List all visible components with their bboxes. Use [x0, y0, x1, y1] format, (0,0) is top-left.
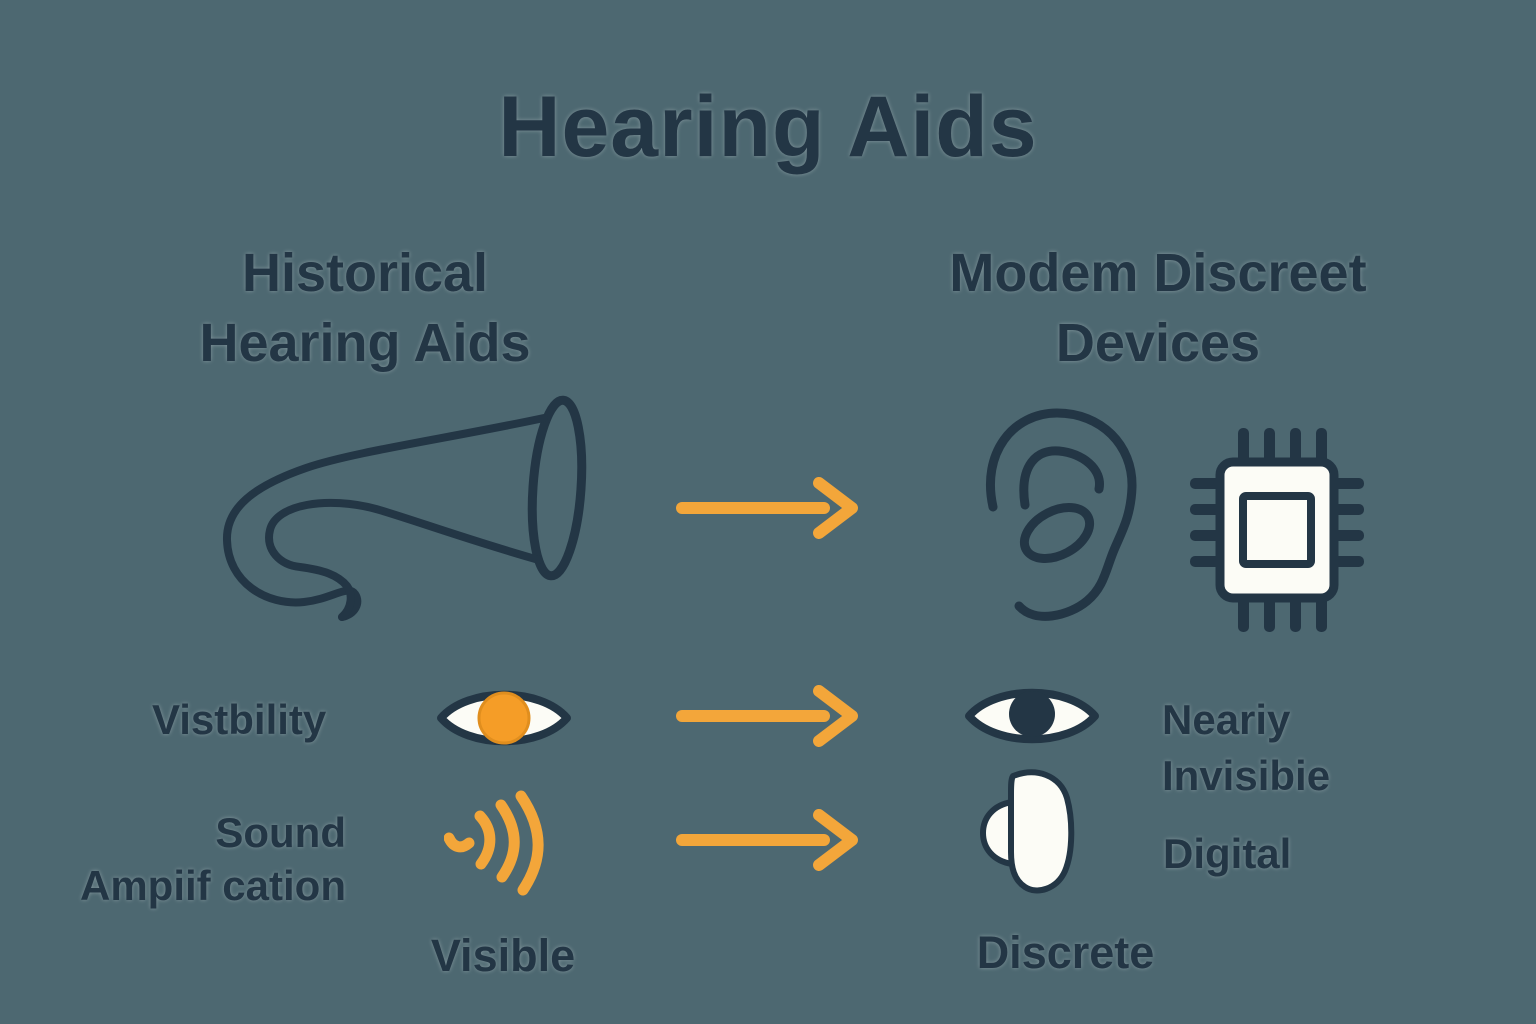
nearly-invisible-line2: Invisibie	[1162, 752, 1331, 799]
right-arrow-icon	[676, 477, 858, 539]
left-column-heading: Historical Hearing Aids	[160, 238, 570, 378]
discrete-label: Discrete	[976, 927, 1155, 978]
right-heading-line2: Devices	[1055, 313, 1261, 373]
sound-amplification-label: Sound Ampiif cation	[40, 806, 346, 912]
visibility-label: Vistbility	[152, 696, 327, 743]
nearly-invisible-label: Neariy Invisibie	[1162, 692, 1330, 804]
sound-label-line2: Ampiif cation	[79, 862, 346, 909]
microchip-icon	[1190, 428, 1364, 632]
page-title: Hearing Aids	[498, 79, 1038, 175]
ear-icon	[985, 408, 1137, 621]
sound-label-line1: Sound	[215, 809, 346, 856]
sound-waves-icon	[444, 790, 544, 896]
nearly-invisible-line1: Neariy	[1162, 696, 1291, 743]
digital-label: Digital	[1163, 830, 1292, 877]
ear-trumpet-icon	[222, 395, 587, 621]
eye-dark-pupil-icon	[965, 688, 1099, 744]
eye-orange-iris-icon	[437, 690, 571, 746]
in-ear-hearing-aid-icon	[980, 769, 1075, 894]
right-heading-line1: Modem Discreet	[949, 243, 1367, 303]
left-heading-line2: Hearing Aids	[199, 313, 531, 373]
visible-label: Visible	[430, 930, 576, 981]
right-column-heading: Modem Discreet Devices	[888, 238, 1428, 378]
right-arrow-icon	[676, 685, 858, 747]
left-heading-line1: Historical	[241, 243, 489, 303]
right-arrow-icon	[676, 809, 858, 871]
